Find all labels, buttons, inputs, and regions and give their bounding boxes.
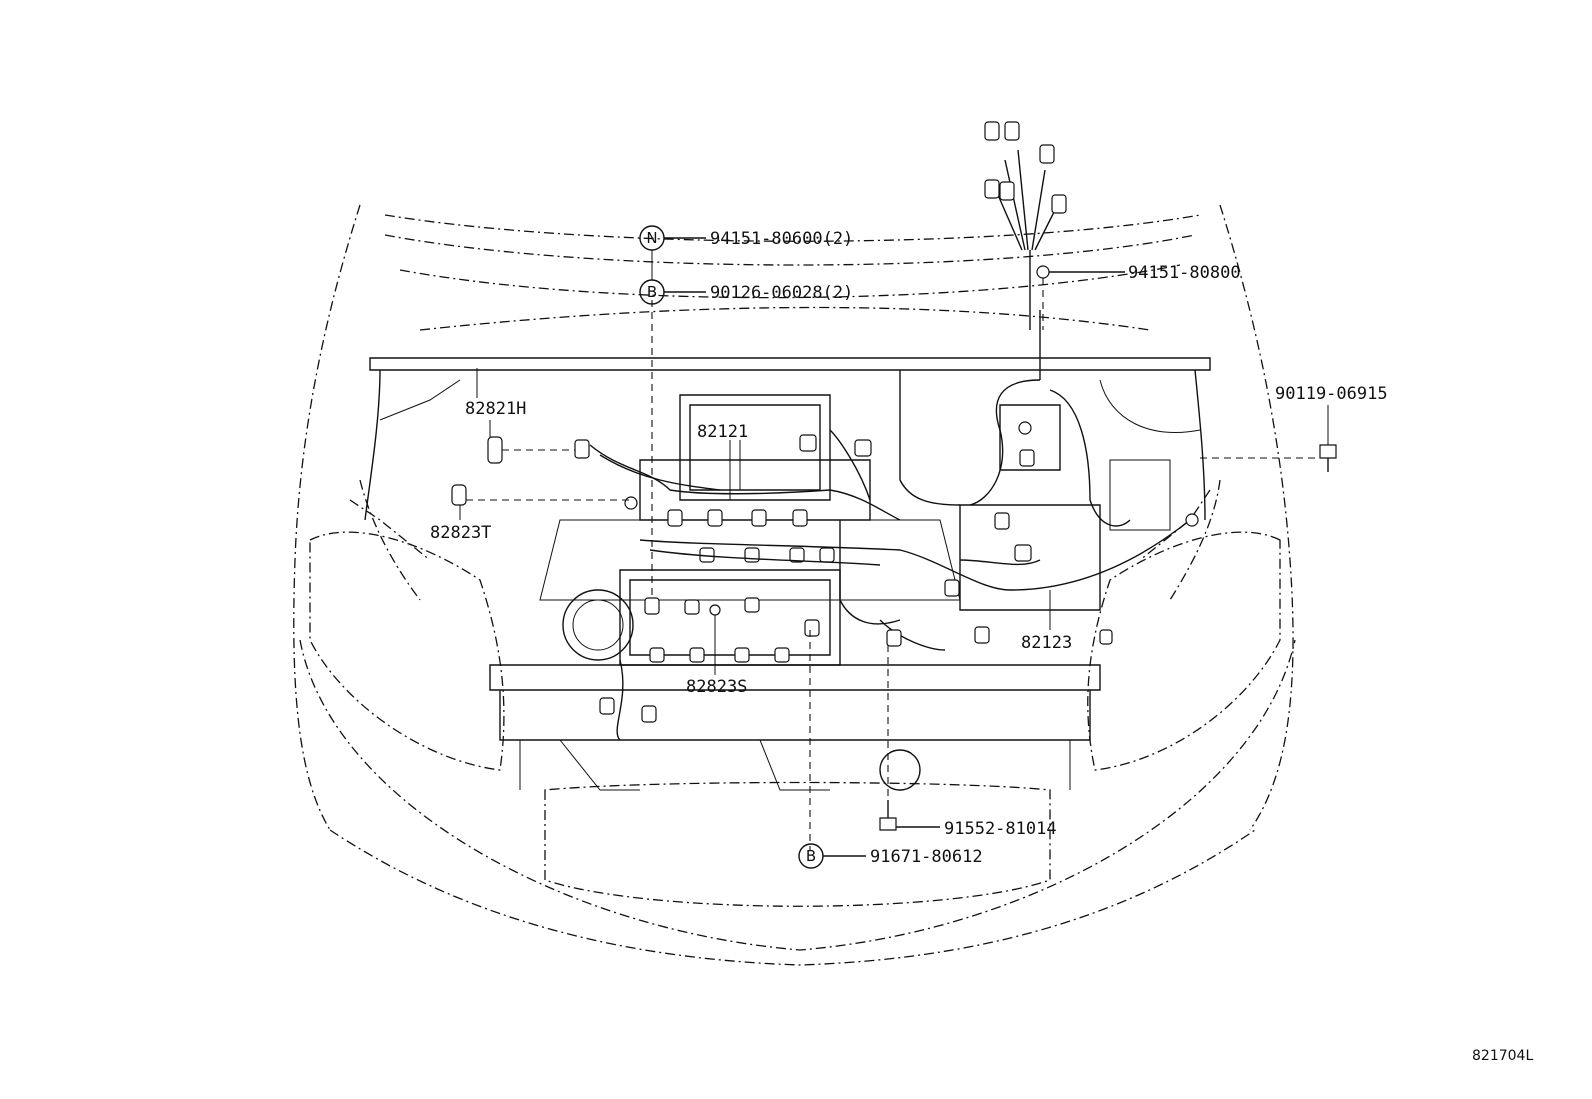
- callout-b-bolt-bottom[interactable]: B 91671-80612: [798, 843, 983, 869]
- wire-harness: [589, 149, 1191, 741]
- vehicle-body-outline: [293, 204, 1296, 966]
- callout-82823s[interactable]: 82823S: [686, 677, 747, 697]
- part-label-82823s: 82823S: [686, 677, 747, 697]
- callout-bolt-bottom[interactable]: 91552-81014: [896, 819, 1057, 839]
- diagram-code: 821704L: [1472, 1048, 1533, 1064]
- callout-82123[interactable]: 82123: [1021, 633, 1072, 653]
- callout-nut-right-top[interactable]: 94151-80800: [1049, 263, 1241, 283]
- part-label-82821h: 82821H: [465, 399, 526, 419]
- part-label-91671-80612: 91671-80612: [870, 847, 983, 867]
- part-label-90119-06915: 90119-06915: [1275, 384, 1388, 404]
- callout-n-nut-top[interactable]: N 94151-80600(2): [639, 225, 853, 251]
- callout-82823t[interactable]: 82823T: [430, 523, 491, 543]
- b-symbol-text: B: [647, 283, 657, 301]
- part-label-82121: 82121: [697, 422, 748, 442]
- engine-assembly: [489, 394, 1171, 791]
- part-label-90126-06028: 90126-06028(2): [710, 283, 853, 303]
- n-symbol-text: N: [646, 229, 657, 247]
- connectors: [451, 121, 1337, 831]
- part-label-82123: 82123: [1021, 633, 1072, 653]
- callout-82821h[interactable]: 82821H: [465, 399, 526, 419]
- part-label-94151-80600: 94151-80600(2): [710, 229, 853, 249]
- part-label-94151-80800: 94151-80800: [1128, 263, 1241, 283]
- b-symbol-bottom-text: B: [806, 847, 816, 865]
- cowl-panel: [364, 357, 1211, 521]
- callout-bolt-right[interactable]: 90119-06915: [1275, 384, 1388, 404]
- part-label-91552-81014: 91552-81014: [944, 819, 1057, 839]
- callout-b-bolt-top[interactable]: B 90126-06028(2): [639, 250, 853, 305]
- callout-82121[interactable]: 82121: [697, 422, 748, 442]
- part-label-82823t: 82823T: [430, 523, 491, 543]
- leader-lines: [459, 278, 1329, 850]
